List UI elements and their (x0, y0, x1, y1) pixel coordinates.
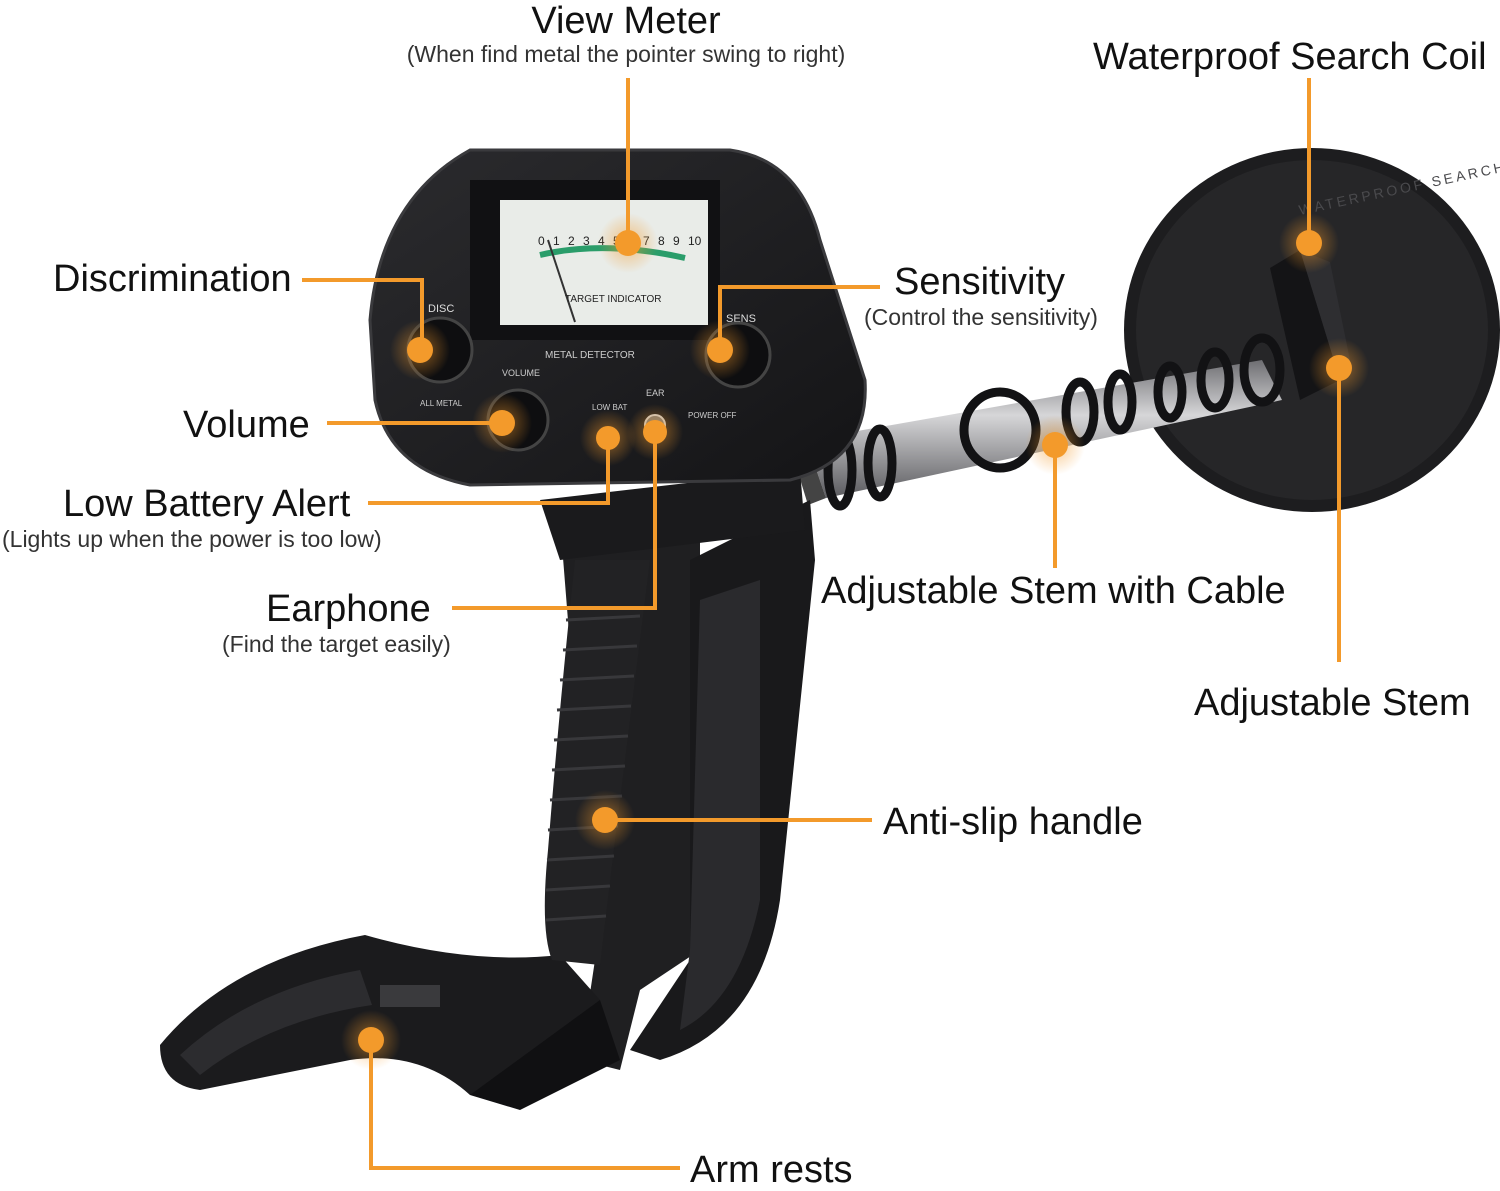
low-battery-subtitle: (Lights up when the power is too low) (2, 526, 382, 552)
volume-title: Volume (183, 404, 310, 446)
disc-label: DISC (428, 303, 454, 315)
meter-face (500, 200, 708, 325)
callout-dots (341, 213, 1369, 1070)
meter-scale-number: 8 (658, 234, 665, 248)
handle-title: Anti-slip handle (883, 801, 1143, 843)
meter-scale-number: 9 (673, 234, 680, 248)
arm-rests-title: Arm rests (690, 1149, 853, 1191)
view-meter-title: View Meter (531, 0, 721, 42)
search-coil-title: Waterproof Search Coil (1093, 36, 1487, 78)
all-metal-label: ALL METAL (420, 399, 463, 408)
low-battery-title: Low Battery Alert (63, 483, 351, 525)
discrimination-title: Discrimination (53, 258, 292, 300)
ear-label: EAR (646, 388, 665, 398)
meter-caption: TARGET INDICATOR (565, 294, 662, 305)
stem-cable-title: Adjustable Stem with Cable (821, 570, 1286, 612)
search-coil: WATERPROOF SEARCH COIL (1124, 147, 1500, 512)
power-off-label: POWER OFF (688, 411, 737, 420)
earphone-subtitle: (Find the target easily) (222, 631, 451, 657)
sensitivity-subtitle: (Control the sensitivity) (864, 304, 1098, 330)
meter-scale-number: 2 (568, 234, 575, 248)
arm-rest-assembly (160, 500, 815, 1110)
low-bat-label: LOW BAT (592, 403, 628, 412)
volume-label: VOLUME (502, 368, 540, 378)
adjustable-stem-title: Adjustable Stem (1194, 682, 1471, 724)
earphone-title: Earphone (266, 588, 431, 630)
meter-scale-number: 3 (583, 234, 590, 248)
panel-title: METAL DETECTOR (545, 350, 635, 361)
meter-scale-number: 10 (688, 234, 702, 248)
meter-pointer (547, 239, 576, 323)
sensitivity-title: Sensitivity (894, 261, 1066, 303)
view-meter-subtitle: (When find metal the pointer swing to ri… (406, 41, 846, 67)
meter-scale-number: 1 (553, 234, 560, 248)
meter-scale-number: 0 (538, 234, 545, 248)
